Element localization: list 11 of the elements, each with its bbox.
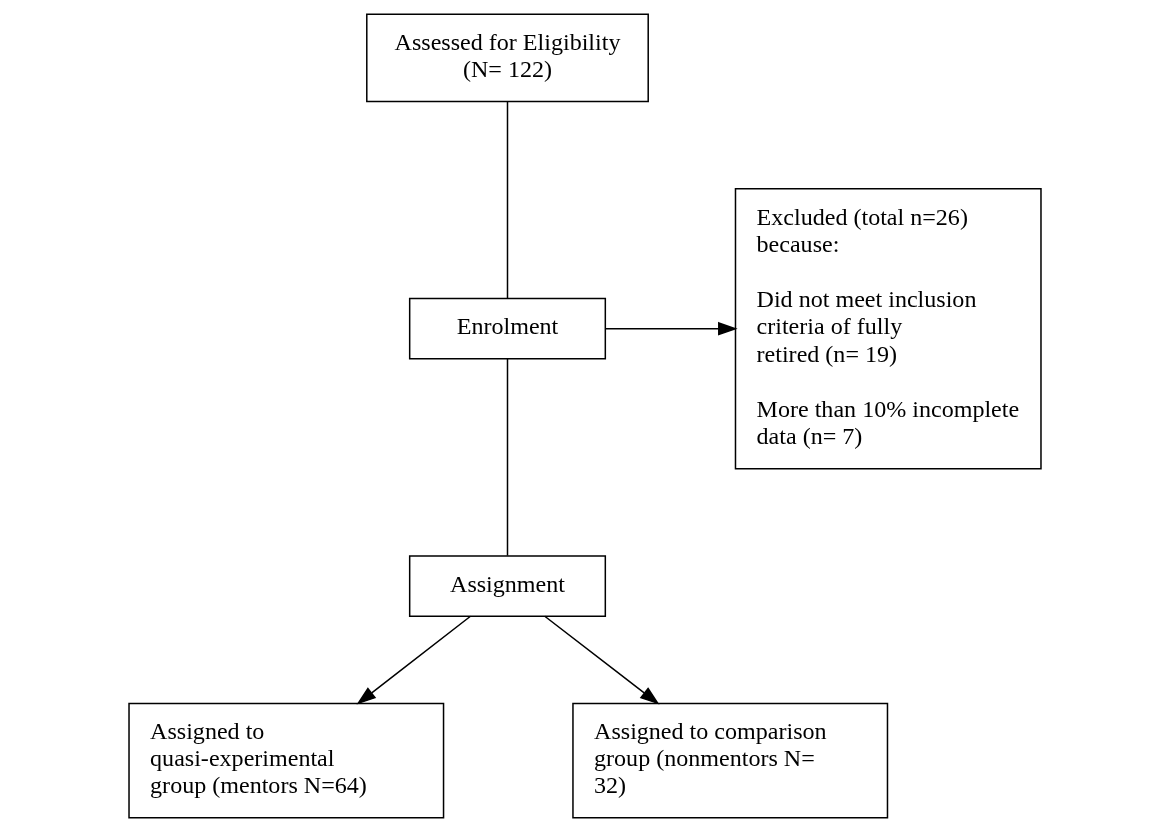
- connector: [506, 101, 509, 300]
- node-box: Assessed for Eligibility (N= 122): [366, 13, 649, 103]
- node-box: Assigned to comparison group (nonmentors N= 32): [572, 702, 889, 819]
- node-box: Assigned to quasi-experimental group (mentors N=64): [128, 702, 445, 819]
- arrow: [544, 615, 660, 705]
- node-box: Excluded (total n=26) because: Did not meet inclusion criteria of fully retired (n= 19) More than 10% incomplete data (n= 7): [734, 188, 1042, 470]
- node-box: Enrolment: [408, 297, 607, 360]
- arrow: [356, 615, 472, 705]
- node-box: Assignment: [408, 555, 607, 617]
- arrow: [604, 321, 738, 336]
- connector: [506, 358, 509, 557]
